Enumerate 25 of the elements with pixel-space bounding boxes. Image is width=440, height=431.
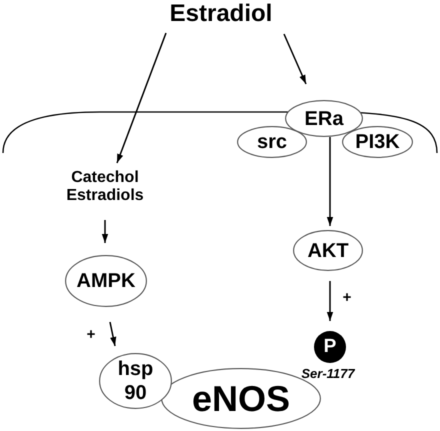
activation-sign: + <box>342 289 352 307</box>
arrow <box>116 32 167 164</box>
protein-name: AKT <box>307 238 349 262</box>
kinase-ellipse <box>342 126 413 158</box>
activation-sign: + <box>86 326 96 344</box>
arrow <box>109 322 116 346</box>
kinase-ellipse <box>237 126 307 158</box>
metabolite-label: Catechol Estradiols <box>50 168 160 206</box>
chaperone-ellipse <box>99 353 172 409</box>
protein-name: AMPK <box>76 269 136 293</box>
arrow <box>326 137 334 226</box>
kinase-ellipse <box>293 230 363 271</box>
protein-name: hsp 90 <box>116 357 154 405</box>
protein-name: src <box>256 130 288 154</box>
arrow <box>102 220 108 243</box>
protein-name: eNOS <box>192 378 290 418</box>
kinase-ellipse <box>65 255 147 307</box>
site-label: Ser-1177 <box>300 365 356 382</box>
protein-name: PI3K <box>355 130 400 154</box>
phosphate-disc <box>314 331 346 363</box>
phosphate-letter: P <box>324 336 336 358</box>
arrow <box>283 34 307 84</box>
arrow <box>326 281 334 321</box>
hormone-label: Estradiol <box>160 0 282 28</box>
protein-name: ERa <box>304 106 344 130</box>
